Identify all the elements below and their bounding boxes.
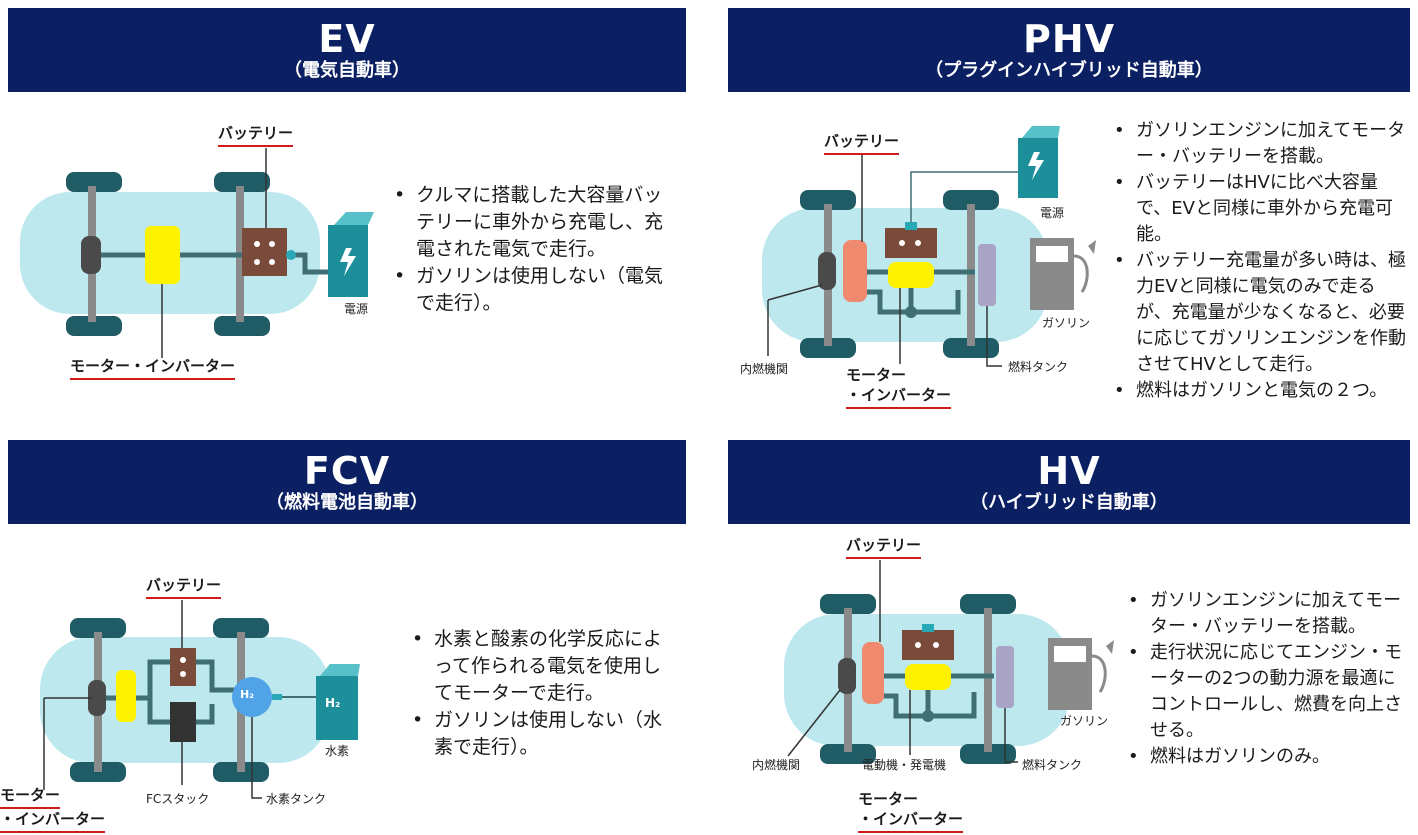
list-item: 走行状況に応じてエンジン・モーターの2つの動力源を最適にコントロールし、燃費を向…: [1124, 640, 1410, 744]
ev-battery-label: バッテリー: [218, 122, 294, 147]
list-item: ガソリンは使用しない（電気で走行）。: [390, 263, 670, 317]
ev-bullets: クルマに搭載した大容量バッテリーに車外から充電し、充電された電気で走行。 ガソリ…: [390, 182, 670, 317]
hv-subtitle: （ハイブリッド自動車）: [970, 492, 1168, 513]
hv-bullets: ガソリンエンジンに加えてモーター・バッテリーを搭載。 走行状況に応じてエンジン・…: [1124, 588, 1410, 770]
list-item: ガソリンエンジンに加えてモーター・バッテリーを搭載。: [1124, 588, 1410, 640]
list-item: クルマに搭載した大容量バッテリーに車外から充電し、充電された電気で走行。: [390, 182, 670, 263]
fcv-title: FCV: [303, 449, 391, 493]
phv-motor-label-1: モーター: [846, 366, 907, 384]
phv-tank-label: 燃料タンク: [1008, 360, 1069, 374]
hv-tank-label: 燃料タンク: [1022, 758, 1083, 772]
ev-subtitle: （電気自動車）: [284, 60, 410, 81]
fcv-stack-label: FCスタック: [146, 792, 210, 806]
hv-engine-label: 内燃機関: [752, 758, 801, 772]
phv-bullets: ガソリンエンジンに加えてモーター・バッテリーを搭載。 バッテリーはHVに比べ大容…: [1110, 118, 1410, 404]
list-item: バッテリー充電量が多い時は、極力EVと同様に電気のみで走るが、充電量が少なくなる…: [1110, 248, 1410, 378]
fcv-header: FCV （燃料電池自動車）: [8, 440, 686, 524]
fcv-h2-icon: H₂: [240, 688, 255, 701]
phv-subtitle: （プラグインハイブリッド自動車）: [925, 60, 1213, 81]
fcv-subtitle: （燃料電池自動車）: [266, 492, 428, 513]
phv-battery-label: バッテリー: [824, 130, 900, 155]
phv-header: PHV （プラグインハイブリッド自動車）: [728, 8, 1410, 92]
hv-motor-label-1: モーター: [858, 790, 919, 808]
ev-header: EV （電気自動車）: [8, 8, 686, 92]
hv-title: HV: [1037, 449, 1101, 493]
hv-battery-label: バッテリー: [846, 534, 922, 559]
phv-power-label: 電源: [1040, 206, 1065, 220]
fcv-hydrogen-icon-label: H₂: [325, 696, 341, 710]
fcv-hydrogen-label: 水素: [325, 744, 350, 758]
hv-motor-label-2: ・インバーター: [858, 808, 964, 833]
fcv-motor-label-1: モーター: [0, 784, 61, 809]
list-item: 水素と酸素の化学反応によって作られる電気を使用してモーターで走行。: [408, 626, 678, 707]
hv-header: HV （ハイブリッド自動車）: [728, 440, 1410, 524]
list-item: 燃料はガソリンと電気の２つ。: [1110, 378, 1410, 404]
phv-engine-label: 内燃機関: [740, 362, 789, 376]
list-item: ガソリンエンジンに加えてモーター・バッテリーを搭載。: [1110, 118, 1410, 170]
phv-title: PHV: [1022, 17, 1116, 61]
hv-gasoline-label: ガソリン: [1060, 714, 1109, 728]
fcv-motor-label-2: ・インバーター: [0, 808, 106, 833]
phv-motor-label-2: ・インバーター: [846, 384, 952, 409]
ev-motor-label: モーター・インバーター: [70, 355, 236, 380]
list-item: ガソリンは使用しない（水素で走行）。: [408, 707, 678, 761]
fcv-bullets: 水素と酸素の化学反応によって作られる電気を使用してモーターで走行。 ガソリンは使…: [408, 626, 678, 761]
list-item: 燃料はガソリンのみ。: [1124, 744, 1410, 770]
ev-title: EV: [318, 17, 376, 61]
ev-power-label: 電源: [344, 302, 369, 316]
list-item: バッテリーはHVに比べ大容量で、EVと同様に車外から充電可能。: [1110, 170, 1410, 248]
phv-gasoline-label: ガソリン: [1042, 316, 1091, 330]
fcv-battery-label: バッテリー: [146, 574, 222, 599]
fcv-h2tank-label: 水素タンク: [266, 792, 327, 806]
hv-generator-label: 電動機・発電機: [862, 758, 947, 772]
